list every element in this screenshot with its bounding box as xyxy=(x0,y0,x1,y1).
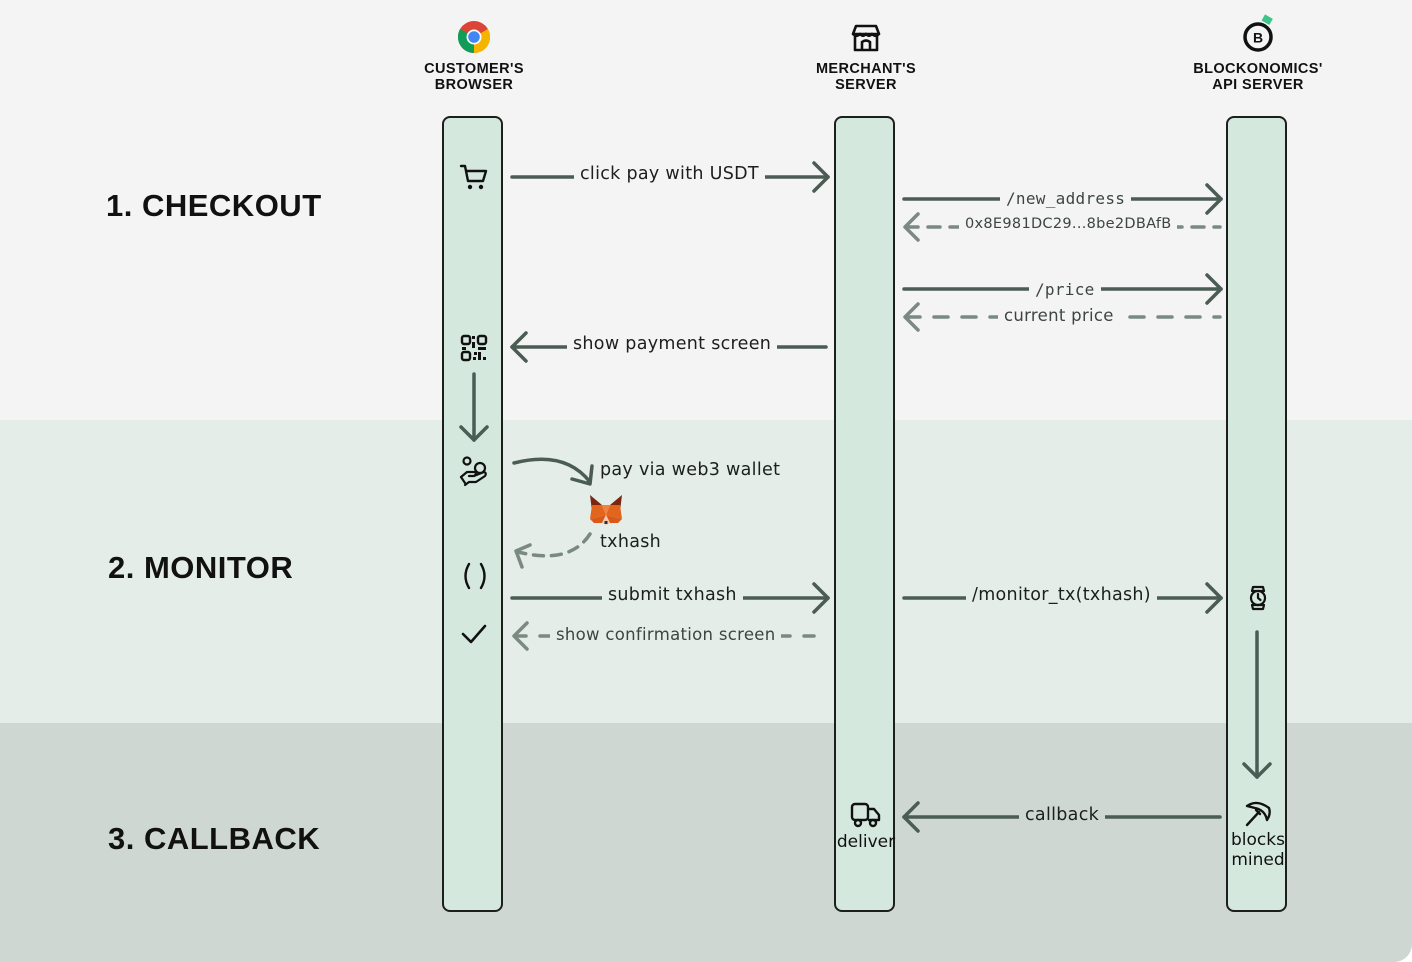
caption-blocks-mined: blocks mined xyxy=(1226,830,1290,870)
msg-new-address: /new_address xyxy=(1000,189,1132,208)
msg-show-confirmation: show confirmation screen xyxy=(550,625,782,644)
caption-deliver: deliver xyxy=(836,832,896,852)
msg-price: /price xyxy=(1029,280,1101,299)
store-icon xyxy=(851,24,881,52)
arrowhead-new-address xyxy=(1205,183,1223,215)
arrowhead-txhash-return xyxy=(514,543,532,569)
msg-callback: callback xyxy=(1019,805,1106,825)
checkmark-icon xyxy=(461,624,487,644)
chrome-icon xyxy=(457,21,491,54)
lifeline-merchant-server xyxy=(834,116,895,912)
arrowhead-pay-web3 xyxy=(570,464,594,486)
actor-customer-line1: CUSTOMER'S xyxy=(424,61,524,77)
msg-monitor-tx: /monitor_tx(txhash) xyxy=(966,585,1157,605)
watch-icon xyxy=(1249,585,1267,611)
msg-current-price: current price xyxy=(998,306,1120,325)
actor-blockonomics-line2: API SERVER xyxy=(1212,77,1304,93)
pending-brackets-icon xyxy=(464,562,486,590)
msg-show-payment: show payment screen xyxy=(567,334,778,354)
msg-submit-txhash: submit txhash xyxy=(602,585,743,605)
arrowhead-click-pay xyxy=(812,161,830,193)
arrowhead-show-payment xyxy=(510,331,528,363)
actor-merchant-server: MERCHANT'S SERVER xyxy=(766,61,966,93)
msg-txhash: txhash xyxy=(600,532,662,552)
stage-checkout-label: 1. CHECKOUT xyxy=(106,188,322,223)
delivery-truck-icon xyxy=(850,802,881,828)
actor-blockonomics-line1: BLOCKONOMICS' xyxy=(1193,61,1323,77)
qr-code-icon xyxy=(460,334,488,362)
stage-callback-label: 3. CALLBACK xyxy=(108,821,321,856)
lifeline-blockonomics-api xyxy=(1226,116,1287,912)
callback-band xyxy=(0,723,1412,962)
arrowhead-qr-to-pay xyxy=(459,425,489,442)
actor-customer-line2: BROWSER xyxy=(434,77,514,93)
caption-blocks-line1: blocks xyxy=(1231,830,1285,850)
caption-blocks-line2: mined xyxy=(1231,850,1285,870)
arrowhead-monitor-tx xyxy=(1205,582,1223,614)
svg-text:B: B xyxy=(1253,30,1263,46)
hand-pay-icon xyxy=(459,456,487,487)
arrowhead-submit-txhash xyxy=(812,582,830,614)
arrowhead-current-price xyxy=(903,302,920,332)
arrowhead-callback xyxy=(902,801,920,833)
actor-blockonomics-api: BLOCKONOMICS' API SERVER xyxy=(1158,61,1358,93)
actor-merchant-line1: MERCHANT'S xyxy=(815,61,917,77)
cart-icon xyxy=(459,164,488,190)
metamask-fox-icon xyxy=(590,495,622,525)
msg-click-pay: click pay with USDT xyxy=(574,164,765,184)
stage-monitor-label: 2. MONITOR xyxy=(108,550,294,585)
actor-merchant-line2: SERVER xyxy=(835,77,897,93)
monitor-band xyxy=(0,420,1412,723)
arrow-txhash-return xyxy=(516,532,592,558)
arrowhead-watch-to-mined xyxy=(1242,762,1272,779)
arrowhead-address-reply xyxy=(903,212,920,242)
arrow-pay-web3 xyxy=(512,457,592,484)
arrowhead-price xyxy=(1205,273,1223,305)
arrowhead-show-confirmation xyxy=(512,621,529,651)
msg-address-reply: 0x8E981DC29...8be2DBAfB xyxy=(959,216,1178,232)
actor-customer-browser: CUSTOMER'S BROWSER xyxy=(374,61,574,93)
pickaxe-icon xyxy=(1245,801,1271,827)
lifeline-customer-browser xyxy=(442,116,503,912)
msg-pay-web3: pay via web3 wallet xyxy=(600,460,781,480)
blockonomics-logo-icon: B xyxy=(1243,14,1273,52)
